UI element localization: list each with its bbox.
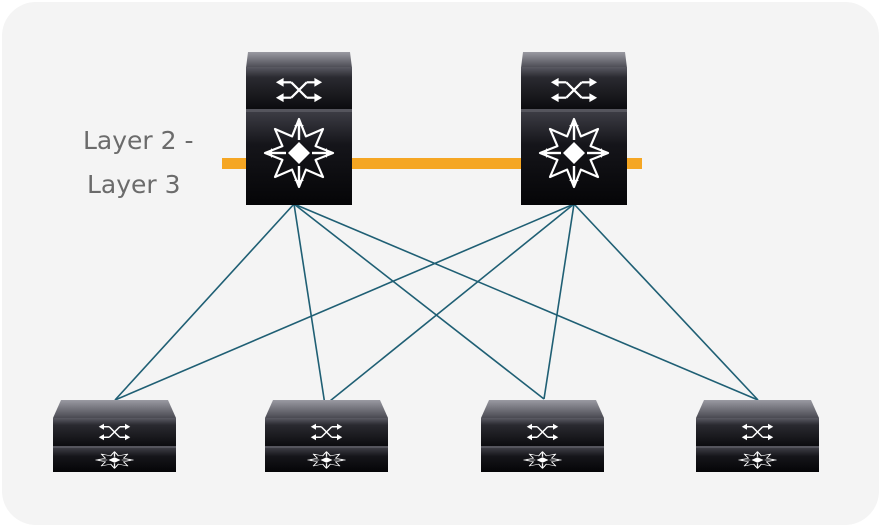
access-switch-3 <box>481 400 604 472</box>
multilayer-star-icon <box>95 451 134 469</box>
link-layer <box>114 203 759 406</box>
device-layer <box>53 52 819 472</box>
access-switch-2 <box>265 400 388 472</box>
link-core-1-access-4 <box>293 203 759 401</box>
link-core-1-access-2 <box>293 203 326 406</box>
switch-module <box>521 67 627 109</box>
link-core-2-access-1 <box>114 203 575 401</box>
multilayer-star-icon <box>263 117 335 189</box>
access-switch-1 <box>53 400 176 472</box>
access-switch-4 <box>696 400 819 472</box>
link-core-1-access-3 <box>293 203 545 400</box>
layer-label-line-2: Layer 3 <box>87 170 181 199</box>
multilayer-star-icon <box>538 117 610 189</box>
link-core-2-access-4 <box>573 203 759 401</box>
switch-module <box>246 67 352 109</box>
switch-arrows-icon <box>275 77 323 103</box>
switch-arrows-icon <box>550 77 598 103</box>
link-core-2-access-3 <box>543 203 575 400</box>
multilayer-star-icon <box>523 451 562 469</box>
link-core-1-access-1 <box>114 203 295 401</box>
layer-label-line-1: Layer 2 - <box>83 126 194 155</box>
switch-arrows-icon <box>310 423 343 441</box>
switch-arrows-icon <box>741 423 774 441</box>
switch-arrows-icon <box>98 423 131 441</box>
core-switch-1 <box>246 52 352 205</box>
switch-arrows-icon <box>526 423 559 441</box>
link-core-2-access-2 <box>324 203 575 406</box>
multilayer-star-icon <box>307 451 346 469</box>
core-switch-2 <box>521 52 627 205</box>
multilayer-star-icon <box>738 451 777 469</box>
layer-boundary-line <box>222 158 642 169</box>
